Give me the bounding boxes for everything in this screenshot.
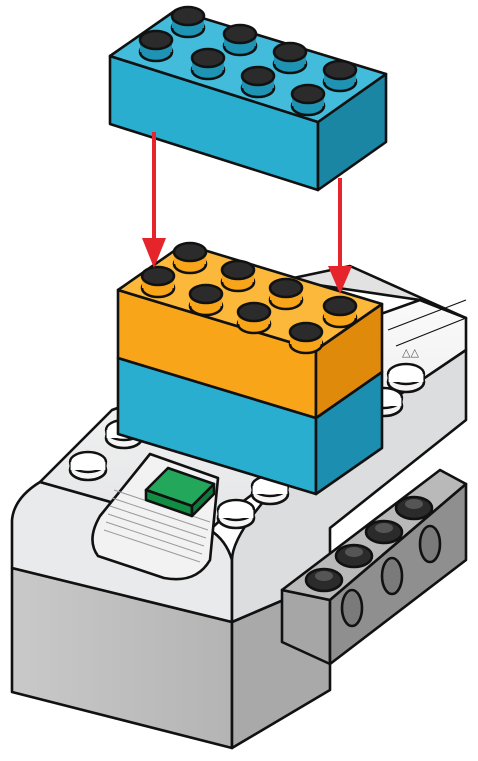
stacked-bricks [116, 241, 384, 496]
arrow-down-icon [142, 132, 166, 268]
smart-hub: △△ [10, 264, 468, 750]
falling-brick [108, 5, 388, 192]
orange-studs [140, 241, 358, 355]
falling-brick-studs [138, 5, 358, 117]
hub-port-marking: △△ [402, 346, 419, 359]
arrow-down-icon-2 [328, 178, 352, 294]
port-connector-icon [304, 495, 442, 628]
power-button-icon[interactable] [144, 466, 216, 518]
